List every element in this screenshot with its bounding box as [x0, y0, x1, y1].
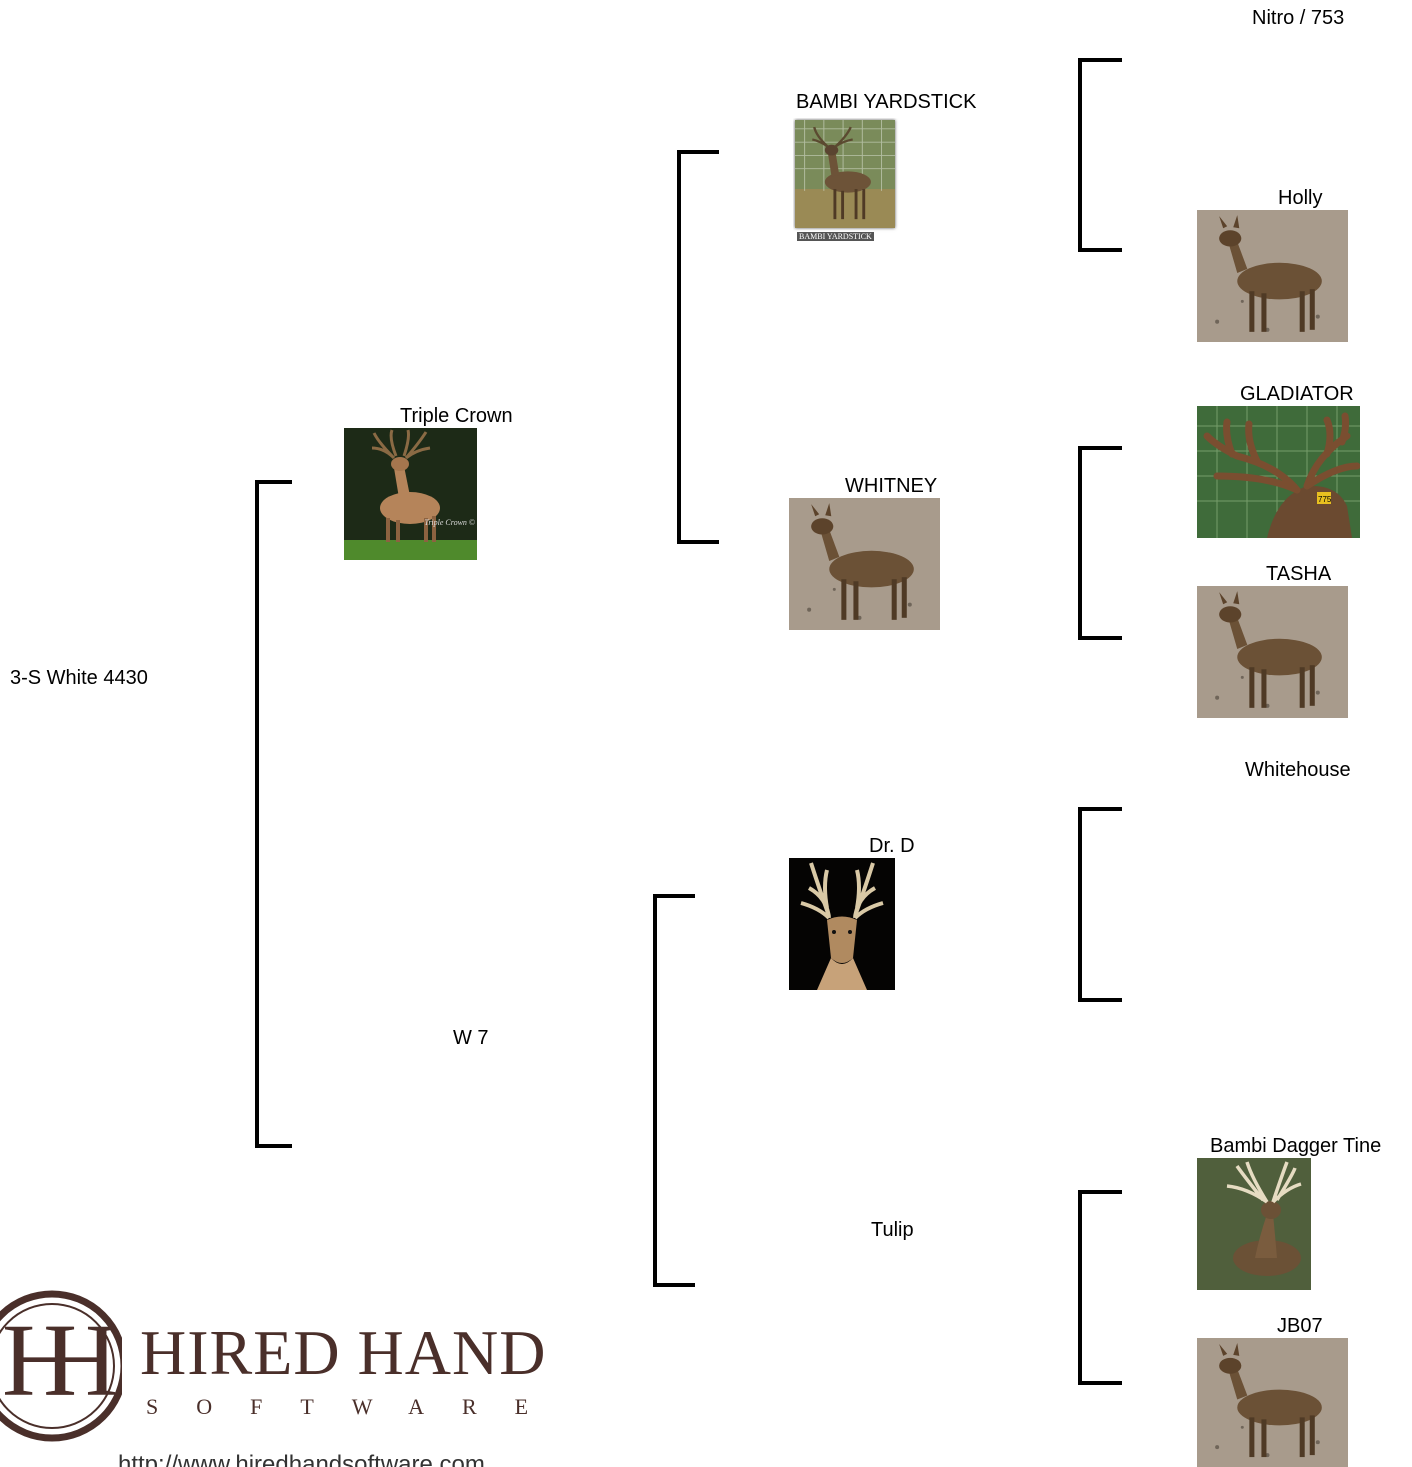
subject-name: 3-S White 4430 — [10, 667, 148, 689]
dam-name: W 7 — [453, 1027, 489, 1049]
sire-sire-name: BAMBI YARDSTICK — [796, 91, 977, 113]
logo-url[interactable]: http://www.hiredhandsoftware.com — [118, 1451, 485, 1467]
bracket-ss-parents — [1078, 58, 1122, 252]
dd-sire-name: Bambi Dagger Tine — [1210, 1135, 1382, 1157]
hh-emblem-icon — [0, 1290, 122, 1442]
dd-dam-photo — [1197, 1338, 1348, 1467]
logo-subtitle: SOFTWARE — [146, 1394, 567, 1419]
hired-hand-logo: HH HIRED HAND SOFTWARE http://www.hiredh… — [0, 1286, 600, 1467]
sire-sire-photo: BAMBI YARDSTICK — [793, 118, 899, 246]
bracket-ds-parents — [1078, 807, 1122, 1002]
sire-photo: Triple Crown © — [344, 428, 477, 560]
bracket-gen1 — [255, 480, 292, 1148]
sire-name: Triple Crown — [400, 405, 513, 427]
ss-sire-name: Nitro / 753 — [1252, 7, 1345, 29]
ss-dam-photo — [1197, 210, 1348, 342]
sd-sire-name: GLADIATOR — [1240, 383, 1354, 405]
sd-dam-photo — [1197, 586, 1348, 718]
dam-dam-name: Tulip — [871, 1219, 914, 1241]
bracket-sd-parents — [1078, 446, 1122, 640]
bracket-dd-parents — [1078, 1190, 1122, 1385]
dd-sire-photo — [1197, 1158, 1311, 1290]
sire-sire-photo-caption: BAMBI YARDSTICK — [797, 232, 874, 241]
sire-photo-caption: Triple Crown © — [424, 518, 475, 527]
sd-dam-name: TASHA — [1266, 563, 1332, 585]
sd-sire-photo — [1197, 406, 1360, 538]
hh-initials: HH — [2, 1303, 118, 1418]
sire-dam-name: WHITNEY — [845, 475, 938, 497]
dd-dam-name: JB07 — [1277, 1315, 1323, 1337]
bracket-sire-parents — [677, 150, 719, 544]
logo-title: HIRED HAND — [140, 1317, 547, 1388]
bracket-dam-parents — [653, 894, 695, 1287]
ds-sire-name: Whitehouse — [1245, 759, 1351, 781]
sire-dam-photo — [789, 498, 940, 630]
ss-dam-name: Holly — [1278, 187, 1323, 209]
dam-sire-name: Dr. D — [869, 835, 915, 857]
dam-sire-photo — [789, 858, 895, 990]
